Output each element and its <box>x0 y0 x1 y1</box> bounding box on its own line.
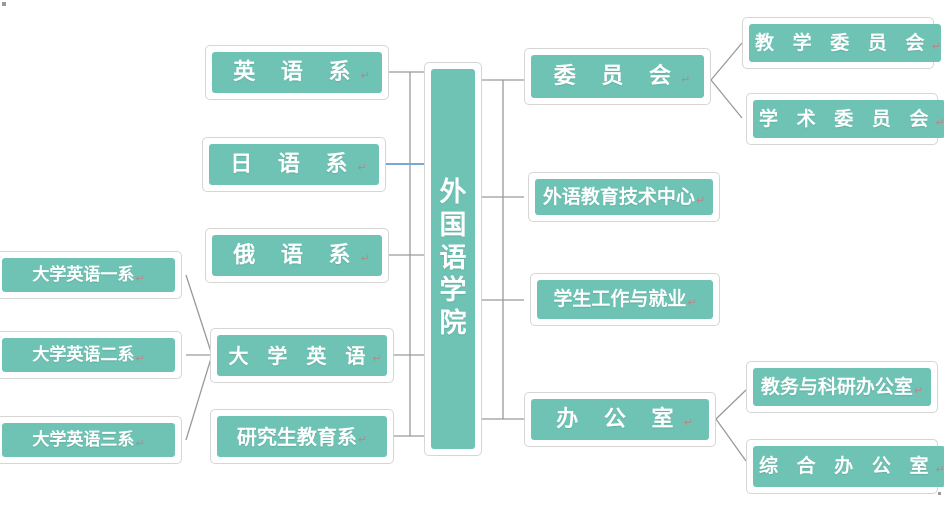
node-plate: 综 合 办 公 室 ↵ <box>753 446 944 487</box>
wire-center-to-office <box>482 300 504 420</box>
paragraph-mark: ↵ <box>681 73 691 86</box>
node-label: 办 公 室 <box>556 406 683 432</box>
node-plate: 学生工作与就业 ↵ <box>537 280 713 319</box>
node-label: 学生工作与就业 <box>553 288 687 310</box>
paragraph-mark: ↵ <box>135 436 145 450</box>
node-label: 委 员 会 <box>553 63 681 89</box>
node-japanese-department[interactable]: 日 语 系 ↵ <box>202 137 386 192</box>
node-label: 综 合 办 公 室 <box>759 455 935 477</box>
paragraph-mark: ↵ <box>935 463 944 476</box>
document-end-mark <box>938 492 941 495</box>
node-plate: 外语教育技术中心 ↵ <box>535 179 713 215</box>
node-plate: 委 员 会 ↵ <box>531 55 704 98</box>
paragraph-mark: ↵ <box>913 383 924 397</box>
paragraph-mark: ↵ <box>931 39 941 53</box>
node-plate: 日 语 系 ↵ <box>209 144 379 185</box>
node-label: 大学英语二系 <box>32 344 135 365</box>
node-graduate-education-department[interactable]: 研究生教育系 ↵ <box>210 409 394 464</box>
node-plate: 外 国 语 学 院 <box>431 69 475 449</box>
node-plate: 教务与科研办公室 ↵ <box>753 368 931 406</box>
node-label: 英 语 系 <box>233 59 360 85</box>
node-label: 大学英语三系 <box>32 429 135 450</box>
wire-committee-to-academic <box>710 79 743 119</box>
wire-ce3-to-college-eng <box>185 354 213 441</box>
node-label: 学 术 委 员 会 <box>759 107 935 130</box>
node-student-affairs-and-employment[interactable]: 学生工作与就业 ↵ <box>530 273 720 326</box>
node-teaching-committee[interactable]: 教 学 委 员 会 ↵ <box>742 17 941 69</box>
wire-office-to-affairs-research <box>715 389 747 420</box>
node-committee[interactable]: 委 员 会 ↵ <box>524 48 711 105</box>
root-char-4: 院 <box>439 308 467 340</box>
node-plate: 教 学 委 员 会 ↵ <box>749 24 941 62</box>
node-label: 教 学 委 员 会 <box>755 31 931 54</box>
node-label-vertical: 外 国 语 学 院 <box>440 177 467 342</box>
paragraph-mark: ↵ <box>357 161 367 174</box>
node-foreign-language-education-technology-center[interactable]: 外语教育技术中心 ↵ <box>528 172 720 222</box>
node-plate: 大学英语三系 ↵ <box>2 423 175 457</box>
node-general-office[interactable]: 综 合 办 公 室 ↵ <box>746 439 944 494</box>
node-academic-committee[interactable]: 学 术 委 员 会 ↵ <box>746 93 944 145</box>
node-plate: 俄 语 系 ↵ <box>212 235 382 276</box>
paragraph-mark: ↵ <box>935 115 944 129</box>
node-college-english-dept-3[interactable]: 大学英语三系 ↵ <box>0 416 182 464</box>
node-plate: 英 语 系 ↵ <box>212 52 382 93</box>
node-office[interactable]: 办 公 室 ↵ <box>524 392 716 447</box>
root-char-0: 外 <box>439 176 467 208</box>
node-plate: 大学英语二系 ↵ <box>2 338 175 372</box>
node-plate: 大 学 英 语 ↵ <box>217 335 387 376</box>
paragraph-mark: ↵ <box>687 296 697 309</box>
node-college-english-dept-1[interactable]: 大学英语一系 ↵ <box>0 251 182 299</box>
root-char-3: 学 <box>439 275 467 307</box>
wire-ce1-to-college-eng <box>185 274 213 356</box>
node-english-department[interactable]: 英 语 系 ↵ <box>205 45 389 100</box>
wire-committee-to-teaching <box>710 42 743 81</box>
node-plate: 大学英语一系 ↵ <box>2 258 175 292</box>
paragraph-mark: ↵ <box>135 271 145 285</box>
node-label: 日 语 系 <box>230 151 357 177</box>
wire-office-to-general <box>715 418 747 462</box>
node-label: 俄 语 系 <box>233 242 360 268</box>
document-anchor-mark <box>2 2 6 6</box>
paragraph-mark: ↵ <box>372 352 382 365</box>
wire-center-to-student-affairs <box>482 197 504 301</box>
node-plate: 研究生教育系 ↵ <box>217 416 387 457</box>
paragraph-mark: ↵ <box>360 252 370 265</box>
paragraph-mark: ↵ <box>683 416 693 429</box>
root-char-2: 语 <box>439 242 467 274</box>
node-school-of-foreign-languages[interactable]: 外 国 语 学 院 <box>424 62 482 456</box>
node-label: 外语教育技术中心 <box>542 185 695 208</box>
paragraph-mark: ↵ <box>135 351 145 365</box>
node-label: 研究生教育系 <box>236 424 357 449</box>
root-char-1: 国 <box>439 209 467 241</box>
node-label: 大学英语一系 <box>32 264 135 285</box>
node-college-english-dept-2[interactable]: 大学英语二系 ↵ <box>0 331 182 379</box>
node-label: 教务与科研办公室 <box>760 375 913 398</box>
node-plate: 办 公 室 ↵ <box>531 399 709 440</box>
paragraph-mark: ↵ <box>357 433 368 446</box>
node-academic-affairs-and-research-office[interactable]: 教务与科研办公室 ↵ <box>746 361 938 413</box>
node-label: 大 学 英 语 <box>228 343 372 368</box>
node-plate: 学 术 委 员 会 ↵ <box>753 100 944 138</box>
paragraph-mark: ↵ <box>695 193 706 207</box>
node-russian-department[interactable]: 俄 语 系 ↵ <box>205 228 389 283</box>
node-college-english[interactable]: 大 学 英 语 ↵ <box>210 328 394 383</box>
wire-center-to-committee <box>482 79 504 197</box>
paragraph-mark: ↵ <box>360 69 370 82</box>
